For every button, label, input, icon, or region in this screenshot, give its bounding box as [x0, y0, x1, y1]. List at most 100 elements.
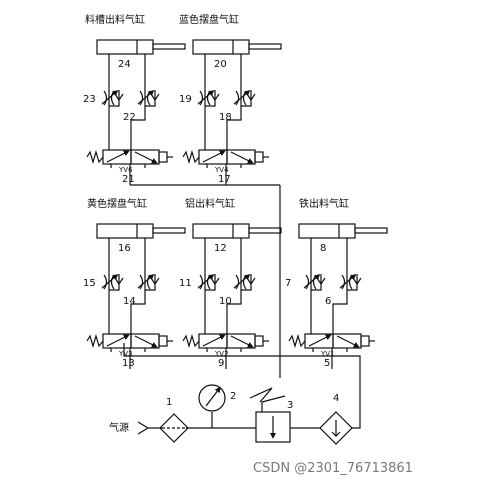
throttle-symbol — [348, 274, 353, 290]
solenoid-number: 9 — [218, 358, 224, 369]
adjust-arrow — [197, 90, 215, 105]
throttle-symbol — [235, 90, 240, 106]
valve-flow-arrow — [230, 151, 254, 164]
port-line-right-down — [226, 70, 242, 150]
valve-flow-arrow — [106, 334, 130, 347]
flow-valve-number: 11 — [179, 278, 192, 289]
solenoid-number: 13 — [122, 358, 135, 369]
throttle-symbol — [242, 90, 247, 106]
check-bypass-line — [205, 274, 216, 291]
cylinder-rod — [248, 227, 282, 234]
air-source-symbol — [137, 421, 150, 435]
check-bypass-line — [145, 274, 156, 291]
exhaust-ports — [206, 348, 242, 352]
port-line-right-down — [130, 70, 146, 150]
throttle-symbol — [110, 274, 115, 290]
throttle-symbol — [139, 90, 144, 106]
cylinder-caption: 蓝色摆盘气缸 — [179, 13, 239, 26]
check-bypass-line — [311, 274, 322, 291]
adjust-arrow — [233, 90, 251, 105]
check-bypass-line — [241, 90, 252, 107]
regulator-number: 3 — [287, 400, 293, 411]
exhaust-ports — [110, 348, 146, 352]
solenoid-label: YV1 — [320, 350, 335, 358]
throttle-symbol — [146, 274, 151, 290]
throttle-symbol — [235, 274, 240, 290]
adjust-arrow — [101, 90, 119, 105]
throttle-symbol — [139, 274, 144, 290]
flow-valve-number: 14 — [123, 296, 136, 307]
adjust-arrow — [137, 90, 155, 105]
cylinder-body — [96, 39, 154, 55]
check-bypass-line — [205, 90, 216, 107]
flow-valve-number: 7 — [285, 278, 291, 289]
cylinder-number: 8 — [320, 243, 326, 254]
throttle-symbol — [103, 274, 108, 290]
filter-number: 1 — [166, 397, 172, 408]
cylinder-rod — [354, 227, 388, 234]
check-bypass-line — [241, 274, 252, 291]
cylinder-number: 16 — [118, 243, 131, 254]
flow-valve-number: 23 — [83, 94, 96, 105]
flow-valve-number: 22 — [123, 112, 136, 123]
air-supply-lines — [123, 184, 361, 429]
flow-valve-number: 19 — [179, 94, 192, 105]
lubricator-symbol — [319, 411, 353, 445]
solenoid-number: 21 — [122, 174, 135, 185]
valve-flow-arrow — [230, 335, 254, 348]
solenoid-coil — [158, 151, 168, 163]
throttle-symbol — [206, 90, 211, 106]
adjust-arrow — [303, 274, 321, 289]
valve-flow-arrow — [134, 151, 158, 164]
cylinder-body — [192, 223, 250, 239]
port-line-right-down — [226, 254, 242, 334]
return-spring-symbol — [182, 149, 200, 165]
solenoid-number: 17 — [218, 174, 231, 185]
flow-valve-number: 15 — [83, 278, 96, 289]
cylinder-number: 24 — [118, 59, 131, 70]
solenoid-label: YV4 — [214, 166, 229, 174]
throttle-symbol — [103, 90, 108, 106]
solenoid-coil — [158, 335, 168, 347]
return-spring-symbol — [86, 149, 104, 165]
solenoid-label: YV6 — [118, 166, 133, 174]
flow-valve-number: 18 — [219, 112, 232, 123]
pressure-regulator-symbol — [249, 387, 291, 443]
solenoid-coil — [254, 151, 264, 163]
cylinder-number: 20 — [214, 59, 227, 70]
flow-valve-number: 6 — [325, 296, 331, 307]
check-bypass-line — [109, 90, 120, 107]
valve-flow-arrow — [202, 150, 226, 163]
adjust-arrow — [339, 274, 357, 289]
cylinder-rod — [152, 43, 186, 50]
lubricator-number: 4 — [333, 393, 339, 404]
throttle-symbol — [305, 274, 310, 290]
cylinder-body — [298, 223, 356, 239]
adjust-arrow — [233, 274, 251, 289]
solenoid-label: YV3 — [118, 350, 133, 358]
solenoid-number: 5 — [324, 358, 330, 369]
gauge-number: 2 — [230, 391, 236, 402]
adjust-arrow — [197, 274, 215, 289]
cylinder-rod — [248, 43, 282, 50]
valve-flow-arrow — [134, 335, 158, 348]
throttle-symbol — [110, 90, 115, 106]
cylinder-caption: 铝出料气缸 — [185, 197, 235, 210]
flow-valve-number: 10 — [219, 296, 232, 307]
throttle-symbol — [199, 274, 204, 290]
return-spring-symbol — [86, 333, 104, 349]
exhaust-ports — [312, 348, 348, 352]
throttle-symbol — [206, 274, 211, 290]
cylinder-body — [192, 39, 250, 55]
check-bypass-line — [347, 274, 358, 291]
solenoid-coil — [360, 335, 370, 347]
throttle-symbol — [242, 274, 247, 290]
cylinder-caption: 料槽出料气缸 — [85, 13, 145, 26]
cylinder-caption: 黄色摆盘气缸 — [87, 197, 147, 210]
